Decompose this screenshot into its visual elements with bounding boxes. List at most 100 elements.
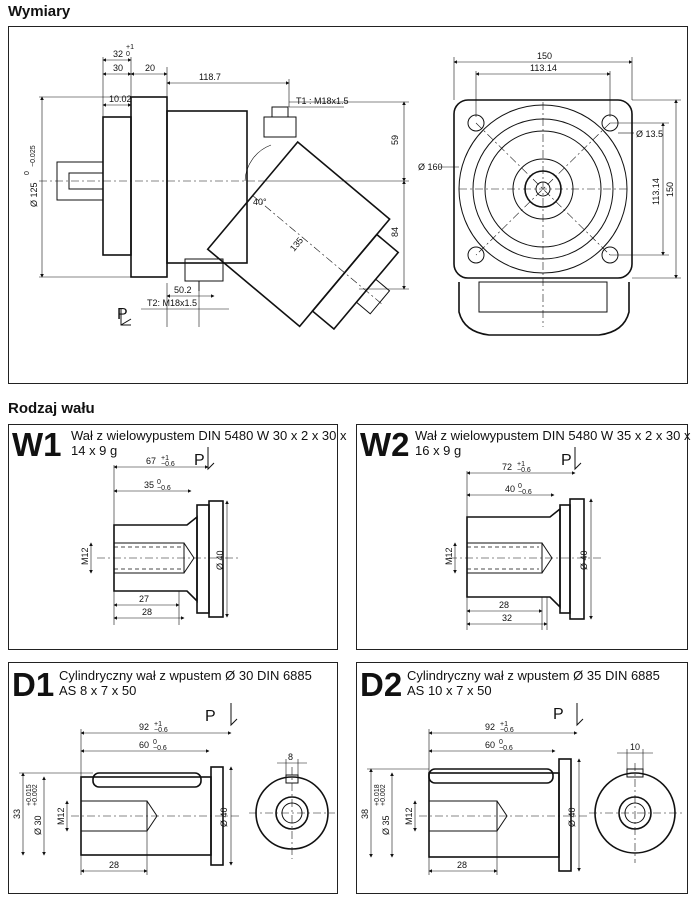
dim-32: 32 — [113, 49, 123, 59]
port-t1: T1 : M18x1.5 — [296, 96, 349, 106]
dim-l-inner-tol-dn: −0.6 — [153, 745, 167, 752]
dim-dia: Ø 40 — [579, 550, 589, 570]
dim-32-tol-up: +1 — [126, 44, 134, 51]
key — [92, 772, 202, 788]
end-view — [589, 763, 682, 863]
dim-l-outer-tol-dn: −0.6 — [517, 467, 531, 474]
dimensions-title: Wymiary — [8, 3, 71, 20]
dim-l-outer: 92 — [139, 722, 149, 732]
dim-b1: 28 — [109, 860, 119, 870]
dim-dia: Ø 40 — [219, 807, 229, 827]
dim-shaft-dia-tol-up: +0.015 — [26, 784, 33, 806]
dim-150-top: 150 — [537, 51, 552, 61]
shaft-desc-line2: AS 8 x 7 x 50 — [59, 683, 136, 698]
dim-thread: M12 — [404, 807, 414, 825]
dim-135: 135 — [288, 235, 305, 253]
dim-thread: M12 — [80, 547, 90, 565]
dim-10-02: 10.02 — [109, 94, 132, 104]
p-mark: P — [553, 706, 564, 723]
dim-b1: 28 — [457, 860, 467, 870]
shaft-panel-d1: D1 Cylindryczny wał z wpustem Ø 30 DIN 6… — [8, 662, 338, 894]
side-shaft — [56, 161, 104, 201]
dim-l-outer: 92 — [485, 722, 495, 732]
dim-84: 84 — [390, 227, 400, 237]
dim-shaft-dia-tol-dn: +0.002 — [380, 784, 387, 806]
dim-l-outer-tol-up: +1 — [500, 721, 508, 728]
shaft-panel-d2: D2 Cylindryczny wał z wpustem Ø 35 DIN 6… — [356, 662, 688, 894]
dim-l-outer: 72 — [502, 462, 512, 472]
dim-l-inner-tol-up: 0 — [153, 739, 157, 746]
dim-b1: 28 — [499, 600, 509, 610]
dim-shaft-dia: Ø 30 — [33, 815, 43, 835]
port-t2: T2: M18x1.5 — [147, 298, 197, 308]
dim-l-outer: 67 — [146, 456, 156, 466]
dim-l-outer-tol-up: +1 — [154, 721, 162, 728]
dim-125-tol-up: 0 — [24, 171, 31, 175]
dim-125-tol-dn: −0.025 — [30, 145, 37, 167]
shaft-desc-line1: Cylindryczny wał z wpustem Ø 35 DIN 6885 — [407, 668, 660, 683]
shaft-body — [113, 515, 198, 603]
shaft-desc-line2: 16 x 9 g — [415, 443, 461, 458]
dim-59: 59 — [390, 135, 400, 145]
dim-113-14-right: 113.14 — [651, 178, 661, 205]
shaft-desc-line1: Cylindryczny wał z wpustem Ø 30 DIN 6885 — [59, 668, 312, 683]
dim-key-h: 38 — [360, 809, 370, 819]
dim-l-inner: 60 — [485, 740, 495, 750]
shaft-code: W1 — [12, 426, 62, 463]
dim-13-5: Ø 13.5 — [636, 129, 663, 139]
dim-50-2: 50.2 — [174, 285, 192, 295]
dim-l-inner-tol-dn: −0.6 — [518, 489, 532, 496]
dim-150-right: 150 — [665, 182, 675, 197]
dim-113-14-top: 113.14 — [530, 63, 557, 73]
end-view — [249, 767, 335, 859]
dim-b2: 32 — [502, 613, 512, 623]
shaft-panel-w1: W1 Wał z wielowypustem DIN 5480 W 30 x 2… — [8, 424, 347, 650]
dim-118-7: 118.7 — [199, 72, 221, 82]
shaft-title: Rodzaj wału — [8, 400, 95, 417]
shaft-code: W2 — [360, 426, 410, 463]
dim-l-inner-tol-dn: −0.6 — [157, 485, 171, 492]
dim-shaft-dia-tol-up: +0.018 — [374, 784, 381, 806]
main-dimensions-panel: 40° 135 32 +1 0 30 20 118.7 10.02 T1 : M… — [8, 26, 688, 384]
dim-thread: M12 — [444, 547, 454, 565]
p-mark: P — [205, 708, 216, 725]
dim-l-outer-tol-dn: −0.6 — [500, 727, 514, 734]
dim-125: Ø 125 — [29, 182, 39, 207]
dim-l-outer-tol-dn: −0.6 — [154, 727, 168, 734]
shaft-desc-line1: Wał z wielowypustem DIN 5480 W 35 x 2 x … — [415, 428, 691, 443]
dim-l-inner-tol-dn: −0.6 — [499, 745, 513, 752]
p-mark-main: P — [117, 306, 128, 323]
dim-key-h: 33 — [12, 809, 22, 819]
dim-20: 20 — [145, 63, 155, 73]
dim-key-w: 10 — [630, 742, 640, 752]
front-view — [453, 99, 633, 336]
shaft-code: D1 — [12, 666, 54, 703]
dim-l-inner: 35 — [144, 480, 154, 490]
side-flange — [102, 116, 132, 256]
dim-shaft-dia: Ø 35 — [381, 815, 391, 835]
dim-l-inner-tol-up: 0 — [499, 739, 503, 746]
shaft-desc-line1: Wał z wielowypustem DIN 5480 W 30 x 2 x … — [71, 428, 347, 443]
angle-label: 40° — [253, 197, 267, 207]
dim-l-inner-tol-up: 0 — [157, 479, 161, 486]
dim-dia: Ø 40 — [567, 807, 577, 827]
shaft-body — [428, 772, 560, 858]
main-drawing: 40° 135 32 +1 0 30 20 118.7 10.02 T1 : M… — [24, 44, 681, 336]
dim-l-inner: 60 — [139, 740, 149, 750]
p-mark: P — [194, 452, 205, 469]
dim-b1: 27 — [139, 594, 149, 604]
dim-30: 30 — [113, 63, 123, 73]
dim-key-w: 8 — [288, 752, 293, 762]
dim-l-outer-tol-up: +1 — [161, 455, 169, 462]
shaft-desc-line2: AS 10 x 7 x 50 — [407, 683, 492, 698]
dim-l-outer-tol-up: +1 — [517, 461, 525, 468]
key — [428, 768, 554, 784]
dim-l-outer-tol-dn: −0.6 — [161, 461, 175, 468]
dim-dia: Ø 40 — [215, 550, 225, 570]
dim-l-inner: 40 — [505, 484, 515, 494]
side-tilted-housing — [206, 140, 400, 331]
dim-l-inner-tol-up: 0 — [518, 483, 522, 490]
dim-160: Ø 160 — [418, 162, 443, 172]
shaft-code: D2 — [360, 666, 402, 703]
p-mark: P — [561, 452, 572, 469]
